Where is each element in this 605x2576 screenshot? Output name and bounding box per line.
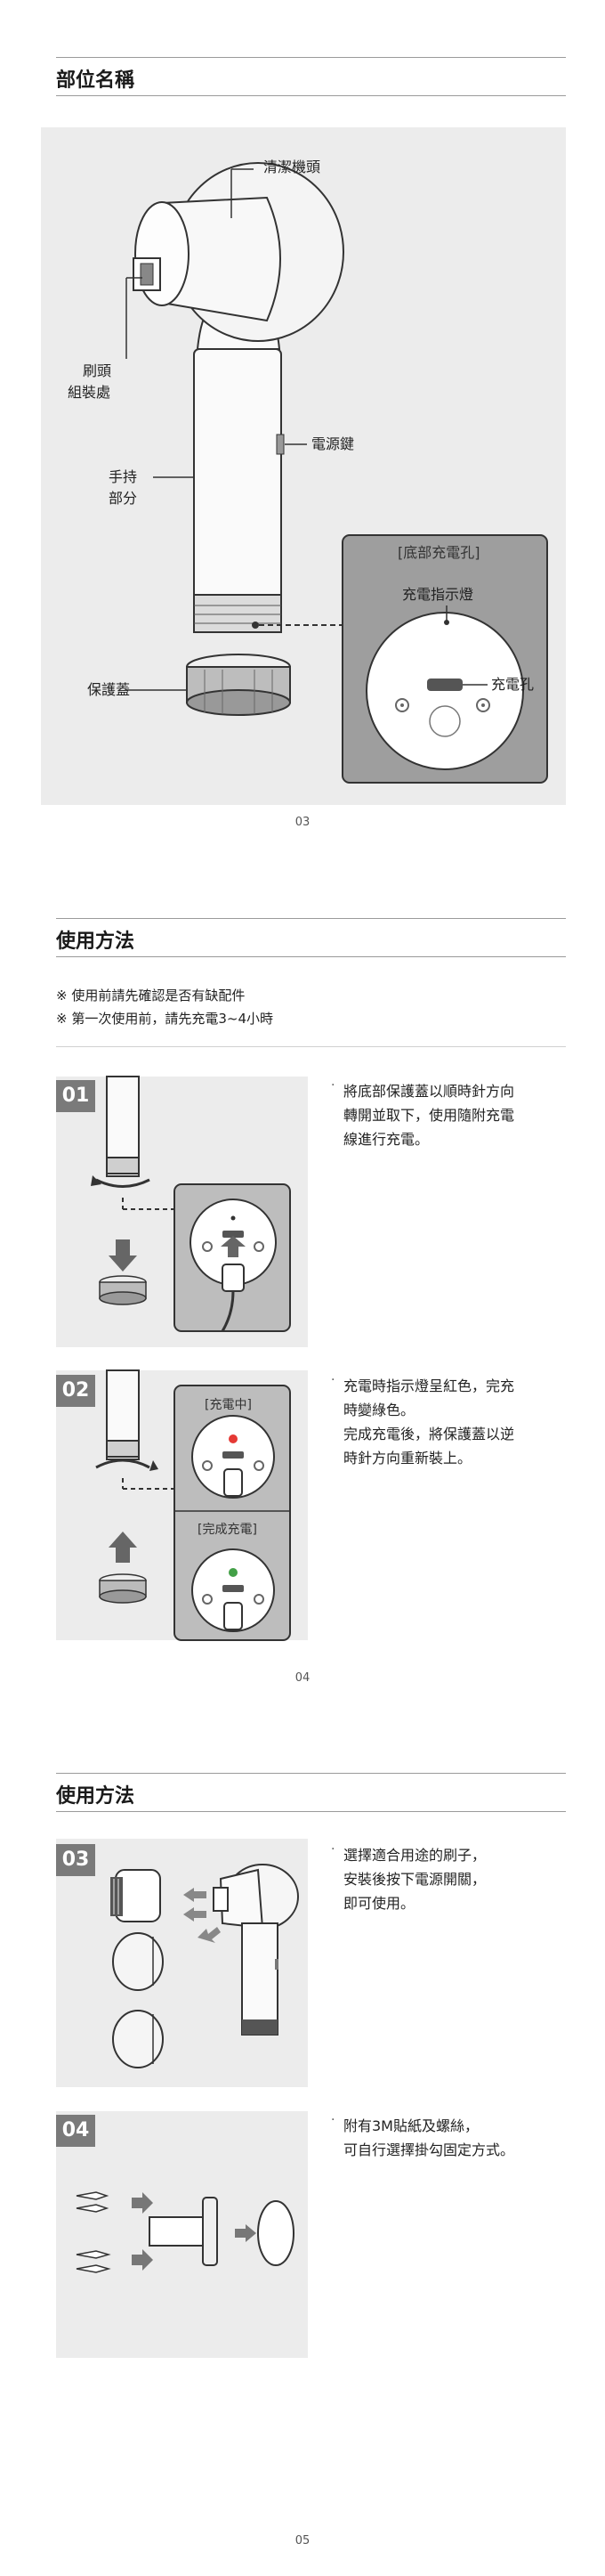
label-cleaning-head: 清潔機頭 <box>263 158 321 175</box>
section-rule <box>56 1811 566 1812</box>
label-power-button: 電源鍵 <box>311 435 355 452</box>
step-03-badge: 03 <box>56 1844 95 1876</box>
label-charged: [完成充電] <box>198 1523 257 1537</box>
page-number: 03 <box>294 816 311 829</box>
divider <box>56 1046 566 1047</box>
step-01-illustration <box>91 1076 291 1332</box>
step-02-badge: 02 <box>56 1375 95 1407</box>
section-title-usage: 使用方法 <box>56 930 135 953</box>
label-bottom-charging-port: [底部充電孔] <box>398 544 480 561</box>
label-charge-indicator: 充電指示燈 <box>402 586 474 603</box>
label-charge-port: 充電孔 <box>491 676 535 693</box>
label-grip-1: 手持 <box>109 468 138 485</box>
section-rule <box>56 1773 566 1774</box>
label-protective-cover: 保護蓋 <box>87 681 131 698</box>
section-rule <box>56 95 566 96</box>
bullet-icon: · <box>331 1373 335 1387</box>
step-03-illustration <box>110 1864 299 2068</box>
label-grip-2: 部分 <box>109 490 138 507</box>
section-title-parts: 部位名稱 <box>56 69 135 92</box>
note-check-parts: ※ 使用前請先確認是否有缺配件 <box>56 987 246 1004</box>
label-brush-mount-1: 刷頭 <box>82 362 111 379</box>
step-03-description: · 選擇適合用途的刷子， 安裝後按下電源開關， 即可使用。 <box>331 1842 566 1915</box>
bullet-icon: · <box>331 2113 335 2127</box>
step-02-description: · 充電時指示燈呈紅色，完充 時變綠色。 完成充電後，將保護蓋以逆 時針方向重新… <box>331 1373 566 1470</box>
bullet-icon: · <box>331 1842 335 1857</box>
step-04-description: · 附有3M貼紙及螺絲， 可自行選擇掛勾固定方式。 <box>331 2113 566 2162</box>
device-parts-illustration <box>125 162 548 784</box>
page-number: 04 <box>294 1671 311 1685</box>
page-number: 05 <box>294 2534 311 2548</box>
section-title-usage: 使用方法 <box>56 1785 135 1808</box>
section-rule <box>56 918 566 919</box>
note-first-charge: ※ 第一次使用前，請先充電3~4小時 <box>56 1011 273 1027</box>
label-brush-mount-2: 組裝處 <box>68 384 111 401</box>
section-rule <box>56 57 566 58</box>
section-rule <box>56 956 566 957</box>
bullet-icon: · <box>331 1078 335 1093</box>
step-01-badge: 01 <box>56 1080 95 1112</box>
step-04-badge: 04 <box>56 2115 95 2147</box>
step-04-illustration <box>76 2191 294 2273</box>
step-01-description: · 將底部保護蓋以順時針方向 轉開並取下，使用隨附充電 線進行充電。 <box>331 1078 566 1151</box>
label-charging: [充電中] <box>205 1398 252 1412</box>
step-02-illustration <box>95 1369 291 1641</box>
